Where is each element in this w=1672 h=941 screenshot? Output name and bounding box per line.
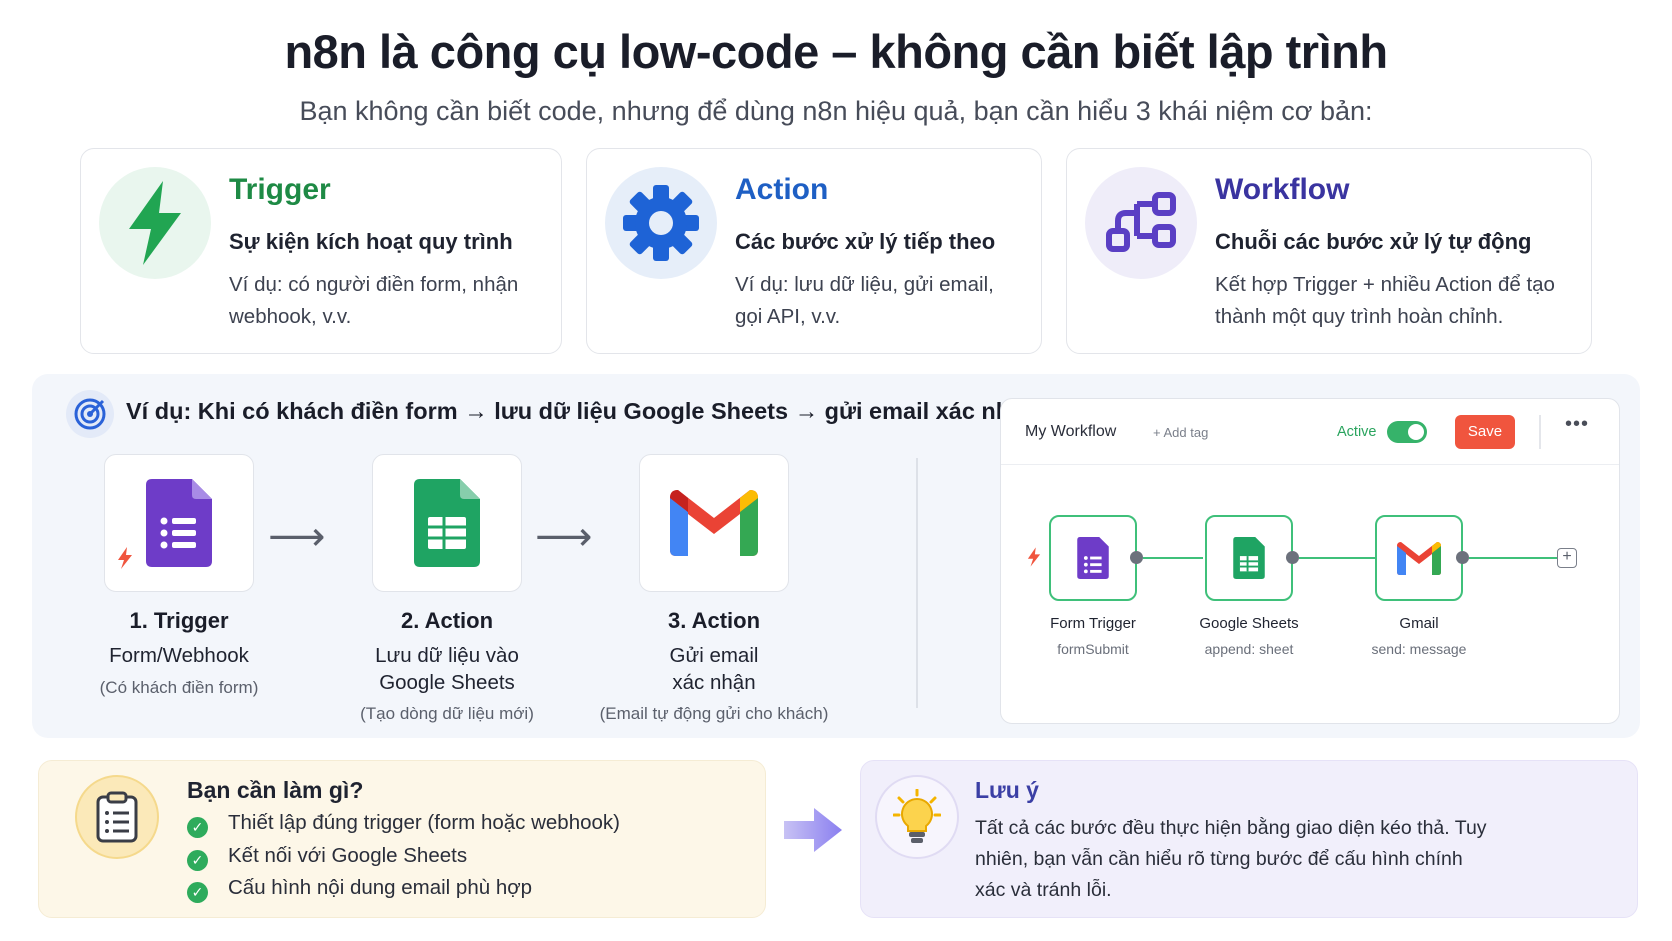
node-title: Google Sheets bbox=[1199, 615, 1299, 632]
node-subtitle: formSubmit bbox=[1057, 641, 1129, 657]
step-note: (Tạo dòng dữ liệu mới) bbox=[360, 704, 534, 723]
step-subtitle: Form/Webhook bbox=[109, 644, 249, 667]
arrow-icon: ⟶ bbox=[268, 515, 326, 559]
step-subtitle: Gửi email xác nhận bbox=[669, 644, 759, 694]
divider bbox=[1539, 415, 1541, 449]
example-title: Ví dụ: Khi có khách điền form → lưu dữ l… bbox=[126, 398, 1038, 424]
note-title: Lưu ý bbox=[975, 777, 1039, 803]
todo-card: Bạn cần làm gì? ✓ Thiết lập đúng trigger … bbox=[38, 760, 766, 918]
step-title: 2. Action bbox=[400, 608, 494, 633]
note-card: Lưu ý Tất cả các bước đều thực hiện bằng… bbox=[860, 760, 1638, 918]
active-label: Active bbox=[1337, 424, 1377, 440]
todo-item-label: Kết nối với Google Sheets bbox=[228, 844, 468, 867]
step-box-sheets bbox=[372, 454, 522, 592]
concept-subtitle: Chuỗi các bước xử lý tự động bbox=[1215, 229, 1532, 254]
todo-item: ✓ Thiết lập đúng trigger (form hoặc webho… bbox=[187, 811, 620, 838]
node-gmail[interactable] bbox=[1375, 515, 1463, 601]
trigger-bolt-icon bbox=[118, 547, 132, 569]
gear-icon bbox=[605, 167, 717, 279]
google-forms-icon bbox=[146, 479, 212, 567]
lightbulb-icon bbox=[875, 775, 959, 859]
concept-subtitle: Sự kiện kích hoạt quy trình bbox=[229, 229, 513, 254]
step-box-gmail bbox=[639, 454, 789, 592]
node-output-handle[interactable] bbox=[1286, 551, 1299, 564]
todo-item: ✓ Cấu hình nội dung email phù hợp bbox=[187, 876, 532, 903]
todo-item-label: Thiết lập đúng trigger (form hoặc webhoo… bbox=[228, 811, 620, 834]
arrow-icon: ⟶ bbox=[535, 515, 593, 559]
node-title: Gmail bbox=[1399, 615, 1439, 632]
trigger-bolt-icon bbox=[1027, 547, 1041, 567]
step-subtitle: Lưu dữ liệu vào Google Sheets bbox=[375, 644, 519, 694]
divider bbox=[916, 458, 918, 708]
todo-title: Bạn cần làm gì? bbox=[187, 777, 364, 803]
todo-item-label: Cấu hình nội dung email phù hợp bbox=[228, 876, 533, 899]
node-output-handle[interactable] bbox=[1130, 551, 1143, 564]
step-box-trigger bbox=[104, 454, 254, 592]
concept-card-trigger: Trigger Sự kiện kích hoạt quy trình Ví d… bbox=[80, 148, 562, 354]
save-button[interactable]: Save bbox=[1455, 415, 1515, 449]
arrow-right-icon bbox=[784, 808, 842, 852]
connection-line bbox=[1299, 557, 1375, 559]
add-node-button[interactable]: + bbox=[1557, 548, 1577, 568]
more-options-icon[interactable]: ••• bbox=[1565, 413, 1590, 435]
workflow-icon bbox=[1085, 167, 1197, 279]
node-output-handle[interactable] bbox=[1456, 551, 1469, 564]
concept-subtitle: Các bước xử lý tiếp theo bbox=[735, 229, 996, 254]
add-tag-link[interactable]: + Add tag bbox=[1153, 425, 1209, 440]
check-icon: ✓ bbox=[187, 817, 208, 838]
workflow-header: My Workflow + Add tag Active Save ••• bbox=[1001, 399, 1619, 465]
concept-card-workflow: Workflow Chuỗi các bước xử lý tự động Kế… bbox=[1066, 148, 1592, 354]
step-note: (Có khách điền form) bbox=[99, 678, 259, 697]
google-sheets-icon bbox=[414, 479, 480, 567]
concept-title: Trigger bbox=[229, 173, 331, 206]
clipboard-icon bbox=[75, 775, 159, 859]
concept-desc: Ví dụ: có người điền form, nhận webhook,… bbox=[229, 273, 519, 328]
active-toggle[interactable] bbox=[1387, 421, 1427, 443]
note-body: Tất cả các bước đều thực hiện bằng giao … bbox=[975, 817, 1487, 901]
concept-title: Action bbox=[735, 173, 829, 206]
gmail-icon bbox=[670, 490, 758, 556]
step-note: (Email tự động gửi cho khách) bbox=[599, 704, 829, 723]
todo-item: ✓ Kết nối với Google Sheets bbox=[187, 844, 467, 871]
check-icon: ✓ bbox=[187, 850, 208, 871]
node-subtitle: send: message bbox=[1371, 641, 1467, 657]
concept-card-action: Action Các bước xử lý tiếp theo Ví dụ: l… bbox=[586, 148, 1042, 354]
workflow-editor-panel: My Workflow + Add tag Active Save ••• bbox=[1000, 398, 1620, 724]
node-subtitle: append: sheet bbox=[1204, 641, 1294, 657]
page-title: n8n là công cụ low-code – không cần biết… bbox=[284, 25, 1388, 78]
workflow-name[interactable]: My Workflow bbox=[1025, 423, 1117, 440]
concept-desc: Ví dụ: lưu dữ liệu, gửi email, gọi API, … bbox=[735, 273, 994, 328]
concept-desc: Kết hợp Trigger + nhiều Action để tạo th… bbox=[1215, 273, 1555, 328]
lightning-icon bbox=[99, 167, 211, 279]
target-icon bbox=[66, 390, 114, 438]
connection-line bbox=[1469, 557, 1557, 559]
connection-line bbox=[1143, 557, 1203, 559]
node-google-sheets[interactable] bbox=[1205, 515, 1293, 601]
page-subtitle: Bạn không cần biết code, nhưng để dùng n… bbox=[299, 96, 1373, 126]
step-title: 1. Trigger bbox=[129, 608, 229, 633]
node-form-trigger[interactable] bbox=[1049, 515, 1137, 601]
gmail-icon bbox=[1397, 541, 1441, 575]
concept-title: Workflow bbox=[1215, 173, 1350, 206]
check-icon: ✓ bbox=[187, 882, 208, 903]
node-title: Form Trigger bbox=[1050, 615, 1136, 632]
step-title: 3. Action bbox=[667, 608, 761, 633]
google-forms-icon bbox=[1077, 537, 1109, 579]
google-sheets-icon bbox=[1233, 537, 1265, 579]
